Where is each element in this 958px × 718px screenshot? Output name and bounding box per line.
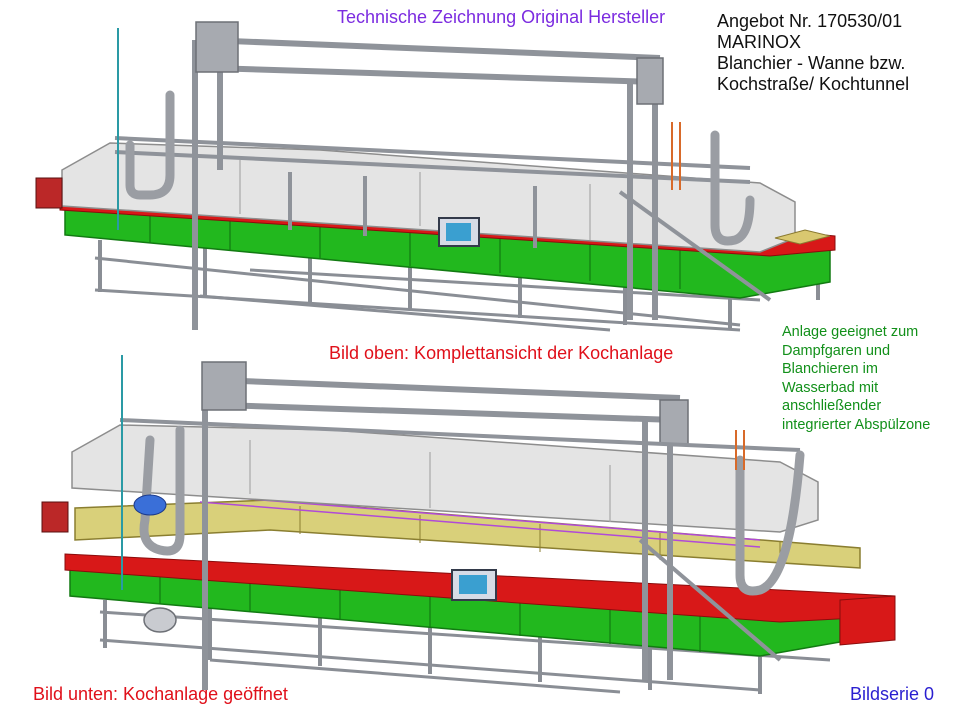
bottom-gantry-box-left <box>201 361 247 411</box>
bottom-blue-roller <box>133 494 167 516</box>
top-pipes <box>125 90 755 246</box>
note-line: anschließender <box>782 398 882 414</box>
bottom-grey-cover-lifted <box>71 424 819 533</box>
note-line: integrierter Abspülzone <box>782 416 931 433</box>
bottom-gantry-box-right <box>659 399 689 445</box>
offer-product-line-2: Kochstraße/ Kochtunnel <box>717 74 910 94</box>
bottom-pipes <box>139 425 805 596</box>
bottom-gantry <box>202 377 681 690</box>
top-drive-unit <box>35 177 63 209</box>
note-line: Wasserbad mit <box>782 379 879 396</box>
top-gantry-box-right <box>636 57 664 105</box>
offer-number: Angebot Nr. 170530/01 <box>717 11 903 31</box>
top-image-caption: Bild oben: Komplettansicht der Kochanlag… <box>329 343 674 363</box>
image-series-label: Bildserie 0 <box>850 684 935 704</box>
note-line: Anlage geeignet zum <box>782 324 919 340</box>
suitability-note: Anlage geeignet zum Dampfgaren und Blanc… <box>782 323 930 434</box>
offer-product-line-1: Blanchier - Wanne bzw. <box>717 53 906 73</box>
bottom-drive-unit <box>41 501 69 533</box>
bottom-pump <box>143 607 177 633</box>
top-grey-cover <box>61 142 796 253</box>
offer-manufacturer: MARINOX <box>717 32 802 52</box>
technical-drawing-caption: Technische Zeichnung Original Hersteller <box>337 7 666 27</box>
top-end-plate <box>774 229 831 245</box>
note-line: Dampfgaren und <box>782 342 891 359</box>
bottom-image-caption: Bild unten: Kochanlage geöffnet <box>33 684 288 704</box>
top-gantry-box-left <box>195 21 239 73</box>
note-line: Blanchieren im <box>782 361 878 377</box>
offer-block: Angebot Nr. 170530/01 MARINOX Blanchier … <box>717 11 909 95</box>
